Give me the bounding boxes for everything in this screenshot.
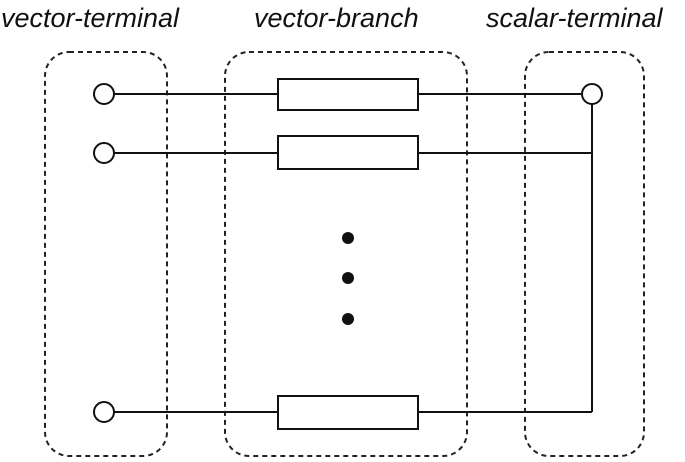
vector-branch-label: vector-branch <box>254 3 419 33</box>
ellipsis-dot-2 <box>342 272 354 284</box>
scalar-terminal-group <box>524 51 645 457</box>
vector-terminal-1 <box>93 83 115 105</box>
vector-terminal-group <box>44 51 168 457</box>
vector-terminal-label: vector-terminal <box>1 3 180 33</box>
ellipsis-dot-3 <box>342 313 354 325</box>
vector-terminal-n <box>93 401 115 423</box>
branch-1-element <box>277 78 419 111</box>
ellipsis-dot-1 <box>342 232 354 244</box>
scalar-terminal-node <box>581 83 603 105</box>
vector-terminal-2 <box>93 142 115 164</box>
vector-branch-group <box>224 51 468 457</box>
branch-2-element <box>277 135 419 170</box>
scalar-terminal-label: scalar-terminal <box>486 3 663 33</box>
branch-n-element <box>277 395 419 430</box>
